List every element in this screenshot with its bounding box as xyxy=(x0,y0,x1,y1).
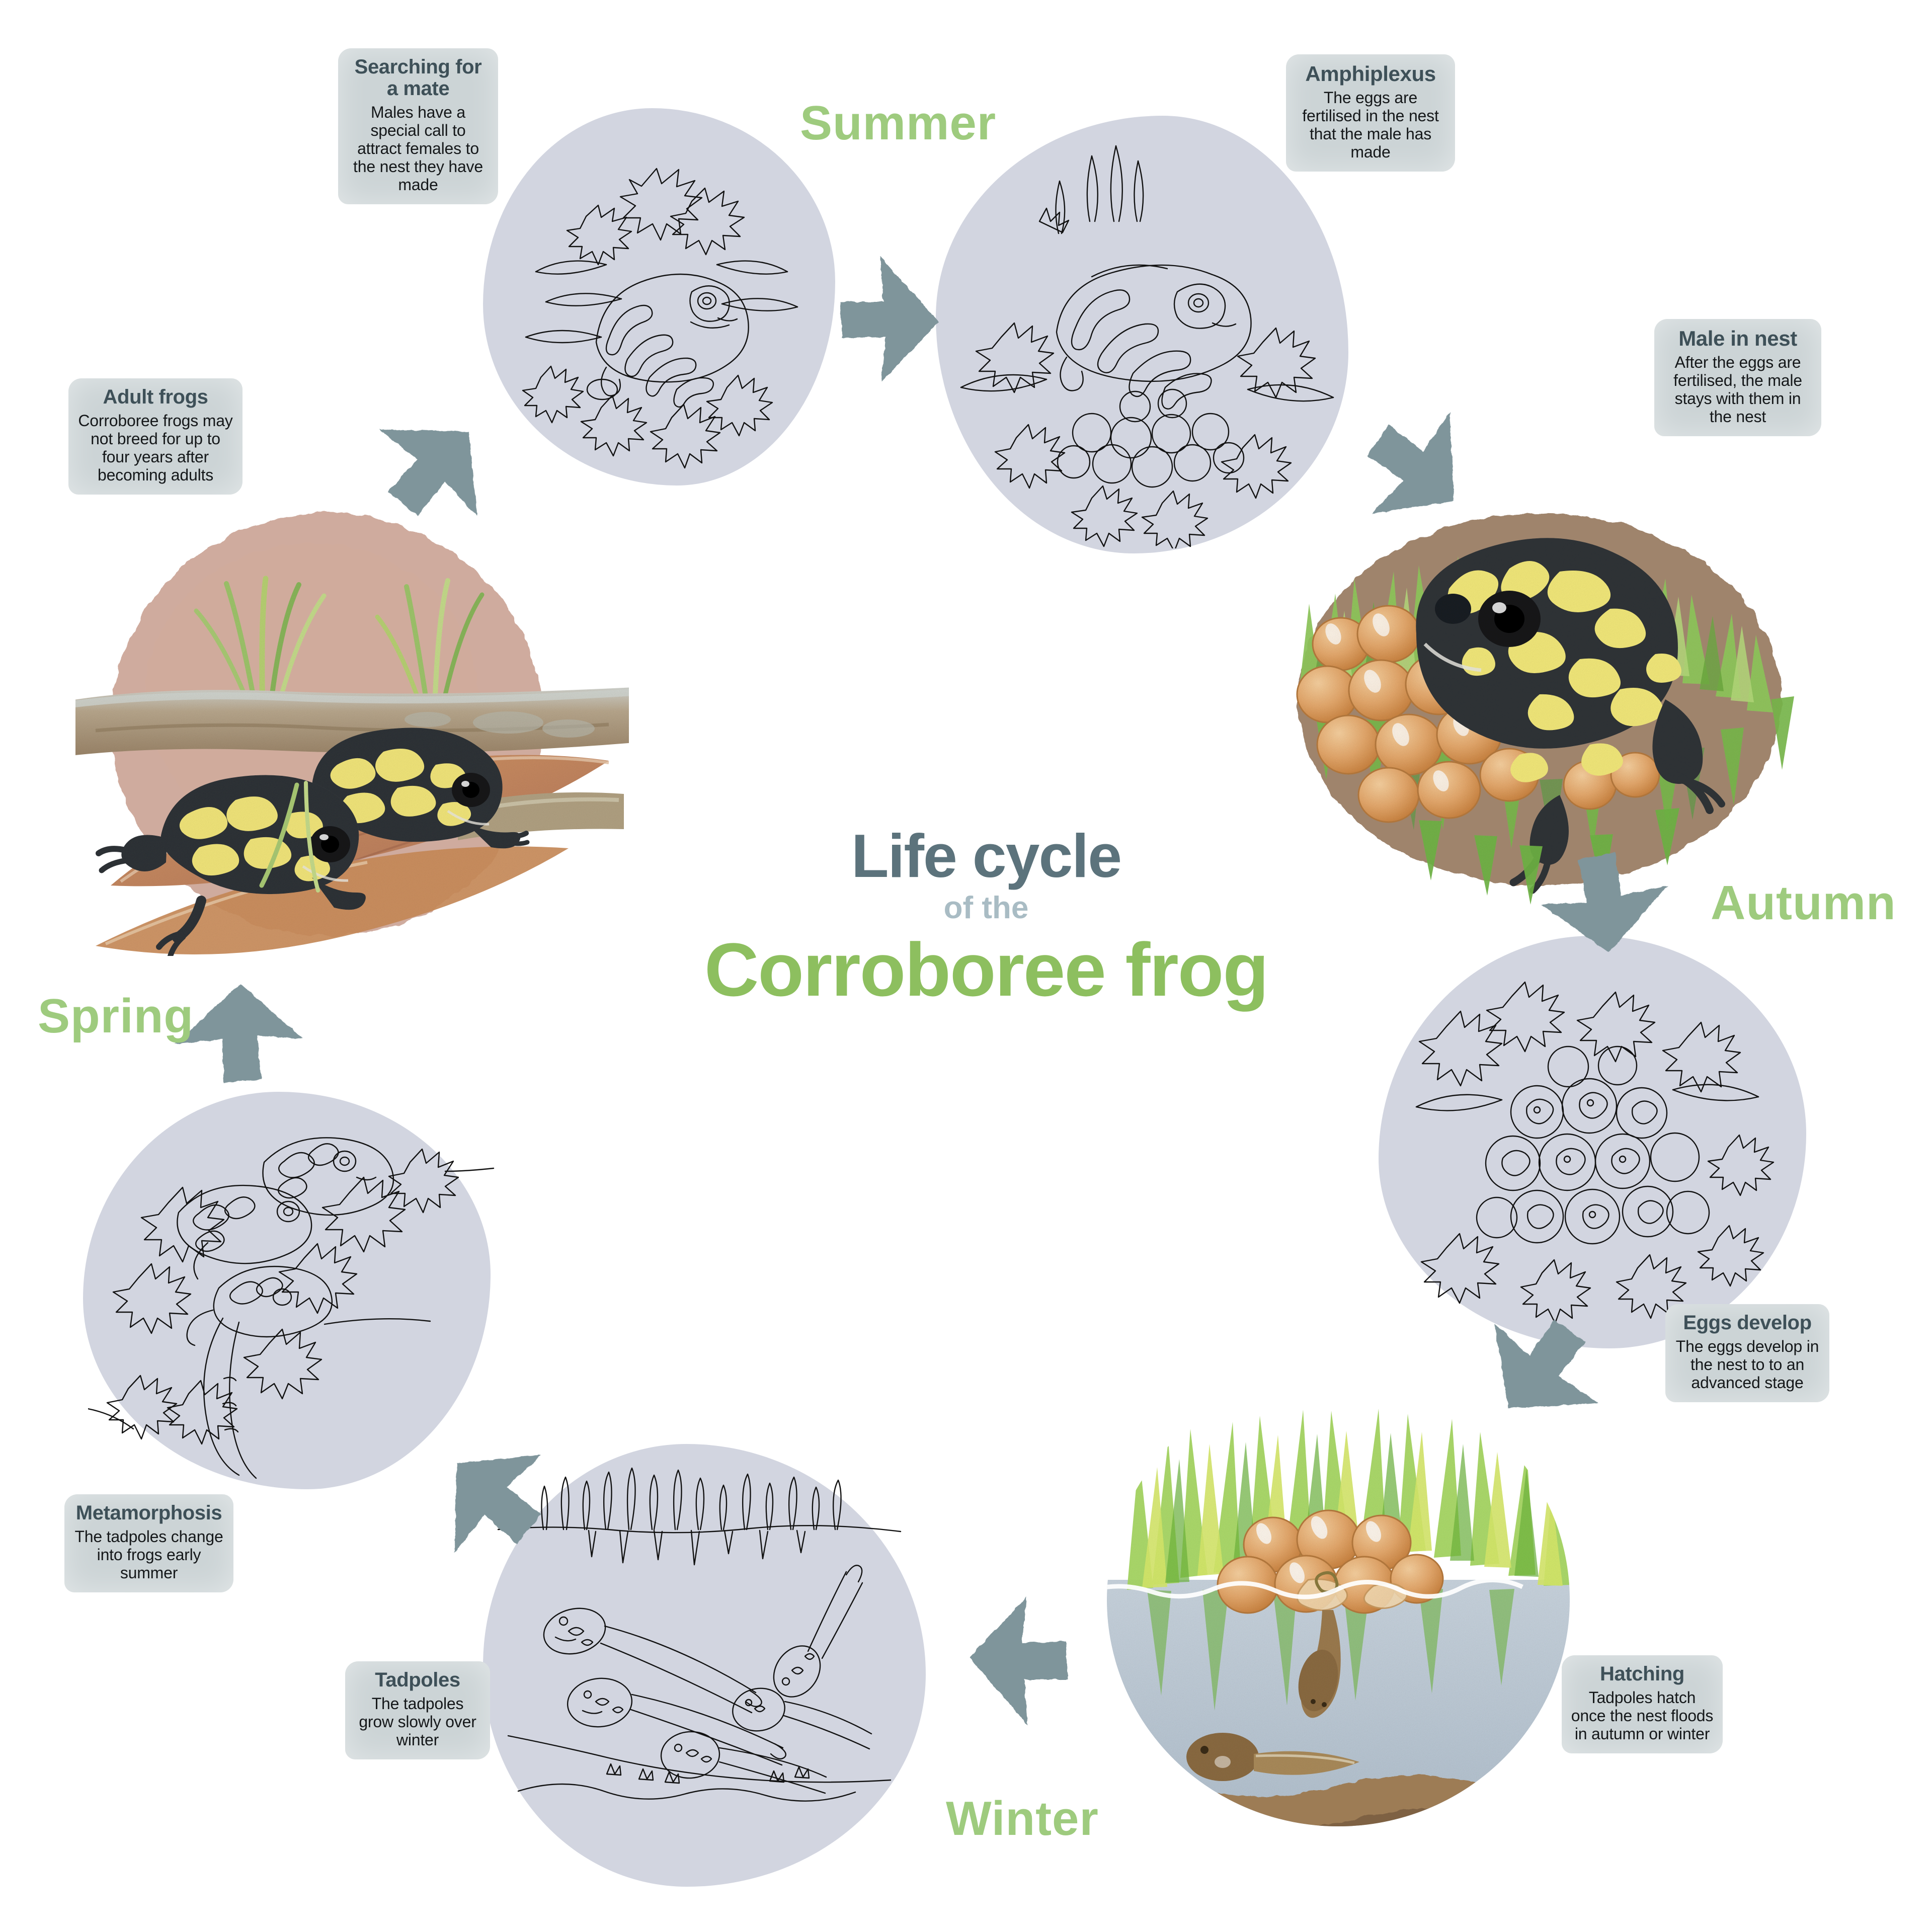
note-body: The eggs are fertilised in the nest that… xyxy=(1302,89,1439,161)
arrow-searching-to-amphiplexus xyxy=(835,252,986,397)
title-line-2: of the xyxy=(943,891,1029,925)
stage-illustration-hatching xyxy=(1072,1328,1605,1852)
season-label-spring: Spring xyxy=(38,989,194,1043)
note-eggs-develop: Eggs develop The eggs develop in the nes… xyxy=(1665,1304,1829,1402)
note-title: Tadpoles xyxy=(375,1669,460,1691)
title-line-1: Life cycle xyxy=(851,822,1122,890)
arrow-male-in-nest-to-eggs-develop xyxy=(1519,845,1680,1006)
note-body: Tadpoles hatch once the nest floods in a… xyxy=(1571,1688,1714,1743)
note-male-in-nest: Male in nest After the eggs are fertilis… xyxy=(1654,319,1821,436)
note-body: The tadpoles grow slowly over winter xyxy=(359,1695,476,1749)
line-art-tadpole-changing-into-froglet xyxy=(88,1097,496,1494)
note-title: Eggs develop xyxy=(1683,1312,1812,1334)
note-title: Searching for a mate xyxy=(354,56,482,100)
line-art-frog-pair-with-eggs xyxy=(941,126,1353,548)
arrow-amphiplexus-to-male-in-nest xyxy=(1348,408,1509,569)
arrow-metamorphosis-to-adult-frogs xyxy=(166,931,327,1092)
page-title: Life cycle of the Corroboree frog xyxy=(594,825,1379,1007)
season-label-autumn: Autumn xyxy=(1711,876,1896,930)
arrow-adult-frogs-to-searching xyxy=(372,372,538,538)
season-label-summer: Summer xyxy=(800,96,997,150)
line-art-developing-eggs-amongst-leaves xyxy=(1386,946,1804,1343)
stage-illustration-adult-frogs xyxy=(75,503,629,956)
note-body: Corroboree frogs may not breed for up to… xyxy=(78,412,233,484)
note-body: The eggs develop in the nest to to an ad… xyxy=(1675,1337,1819,1392)
stage-illustration-male-in-nest xyxy=(1238,483,1831,906)
stage-panel-tadpoles xyxy=(483,1444,926,1887)
stage-panel-eggs-develop xyxy=(1379,936,1806,1348)
note-title: Amphiplexus xyxy=(1305,62,1436,86)
note-hatching: Hatching Tadpoles hatch once the nest fl… xyxy=(1562,1655,1723,1753)
arrow-hatching-to-tadpoles xyxy=(926,1580,1077,1731)
line-art-frog-in-leaf-litter xyxy=(491,126,833,473)
note-metamorphosis: Metamorphosis The tadpoles change into f… xyxy=(64,1494,233,1592)
arrow-tadpoles-to-metamorphosis xyxy=(397,1394,564,1560)
note-amphiplexus: Amphiplexus The eggs are fertilised in t… xyxy=(1286,54,1455,172)
note-title: Metamorphosis xyxy=(75,1502,222,1524)
note-title: Hatching xyxy=(1600,1663,1684,1685)
note-tadpoles: Tadpoles The tadpoles grow slowly over w… xyxy=(345,1661,490,1759)
arrow-eggs-develop-to-hatching xyxy=(1434,1298,1605,1469)
note-searching-for-a-mate: Searching for a mate Males have a specia… xyxy=(338,48,498,204)
note-body: The tadpoles change into frogs early sum… xyxy=(74,1527,223,1582)
season-label-winter: Winter xyxy=(946,1792,1099,1845)
note-adult-frogs: Adult frogs Corroboree frogs may not bre… xyxy=(68,378,243,495)
note-body: After the eggs are fertilised, the male … xyxy=(1673,353,1802,426)
line-art-tadpoles-swimming-under-water-line xyxy=(488,1454,926,1882)
note-body: Males have a special call to attract fem… xyxy=(353,103,483,194)
title-line-3: Corroboree frog xyxy=(704,927,1269,1012)
note-title: Male in nest xyxy=(1678,327,1797,350)
stage-panel-searching-for-a-mate xyxy=(483,108,835,486)
note-title: Adult frogs xyxy=(103,386,208,408)
